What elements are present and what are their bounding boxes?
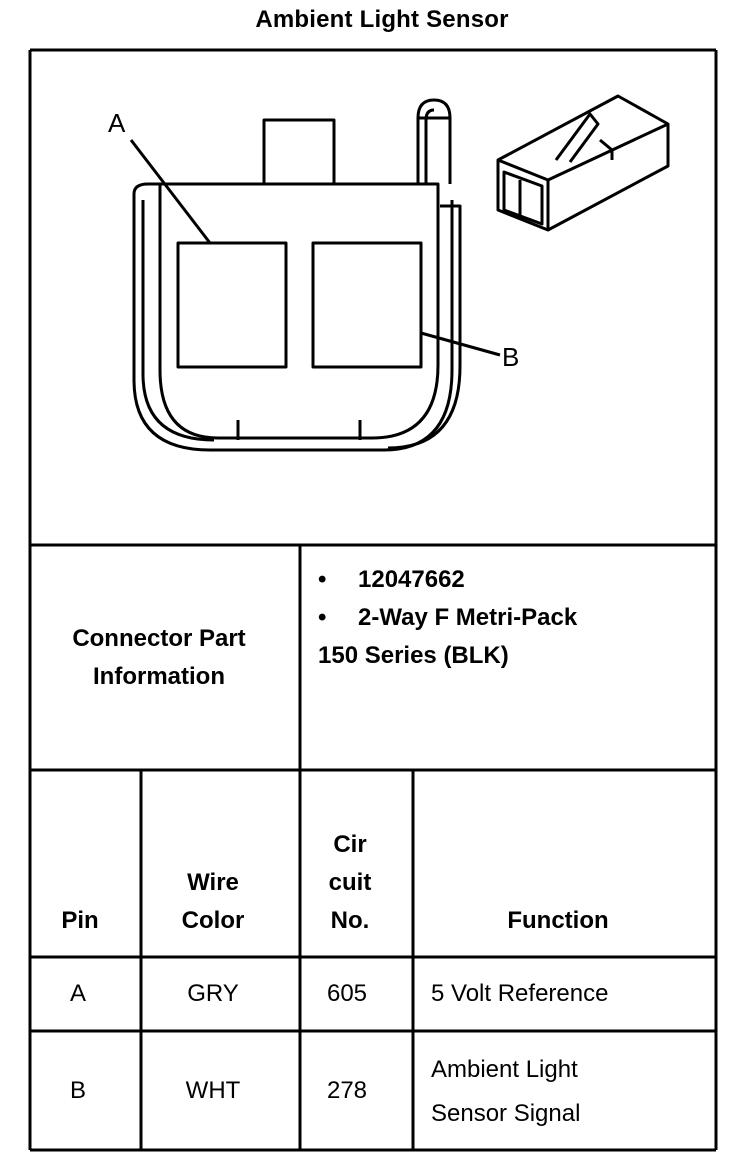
connector-series: 150 Series (BLK) — [318, 642, 509, 669]
row-b-function: Ambient Light Sensor Signal — [431, 1048, 580, 1136]
row-b-function-line2: Sensor Signal — [431, 1100, 581, 1127]
header-wire-color: Wire Color — [141, 864, 285, 940]
table-grid — [28, 48, 718, 1152]
header-wire-color-line1: Wire — [187, 869, 239, 896]
connector-bullet-type: • 2-Way F Metri-Pack — [318, 599, 577, 637]
connector-info-label-line2: Information — [93, 663, 225, 690]
bullet-symbol: • — [318, 566, 327, 593]
connector-face-drawing — [129, 98, 501, 452]
header-function: Function — [507, 907, 609, 934]
pin-label-a: A — [108, 108, 126, 138]
page-title: Ambient Light Sensor — [255, 6, 509, 33]
header-circuit-line1: Cir — [333, 831, 367, 858]
row-a-circuit: 605 — [326, 980, 368, 1007]
header-wire-color-line2: Color — [181, 907, 245, 934]
row-b-function-line1: Ambient Light — [431, 1056, 578, 1083]
row-a-pin: A — [69, 980, 86, 1007]
row-a-wire-color: GRY — [187, 980, 239, 1007]
header-circuit-line2: cuit — [328, 869, 372, 896]
header-circuit-no: Cir cuit No. — [300, 826, 400, 940]
pin-label-b: B — [502, 342, 520, 372]
connector-info-details: • 12047662 • 2-Way F Metri-Pack 150 Series… — [318, 561, 577, 675]
row-b-wire-color: WHT — [185, 1077, 241, 1104]
header-pin: Pin — [61, 907, 99, 934]
connector-bullet-part-number: • 12047662 — [318, 561, 577, 599]
part-number: 12047662 — [358, 566, 465, 593]
row-a-function: 5 Volt Reference — [431, 980, 609, 1007]
connector-3d-drawing — [496, 94, 670, 232]
connector-info-label-line1: Connector Part — [72, 625, 246, 652]
connector-type: 2-Way F Metri-Pack — [358, 604, 578, 631]
row-b-pin: B — [69, 1077, 86, 1104]
header-circuit-line3: No. — [330, 907, 370, 934]
bullet-symbol: • — [318, 604, 327, 631]
connector-info-label: Connector Part Information — [30, 620, 288, 696]
row-b-circuit: 278 — [326, 1077, 368, 1104]
